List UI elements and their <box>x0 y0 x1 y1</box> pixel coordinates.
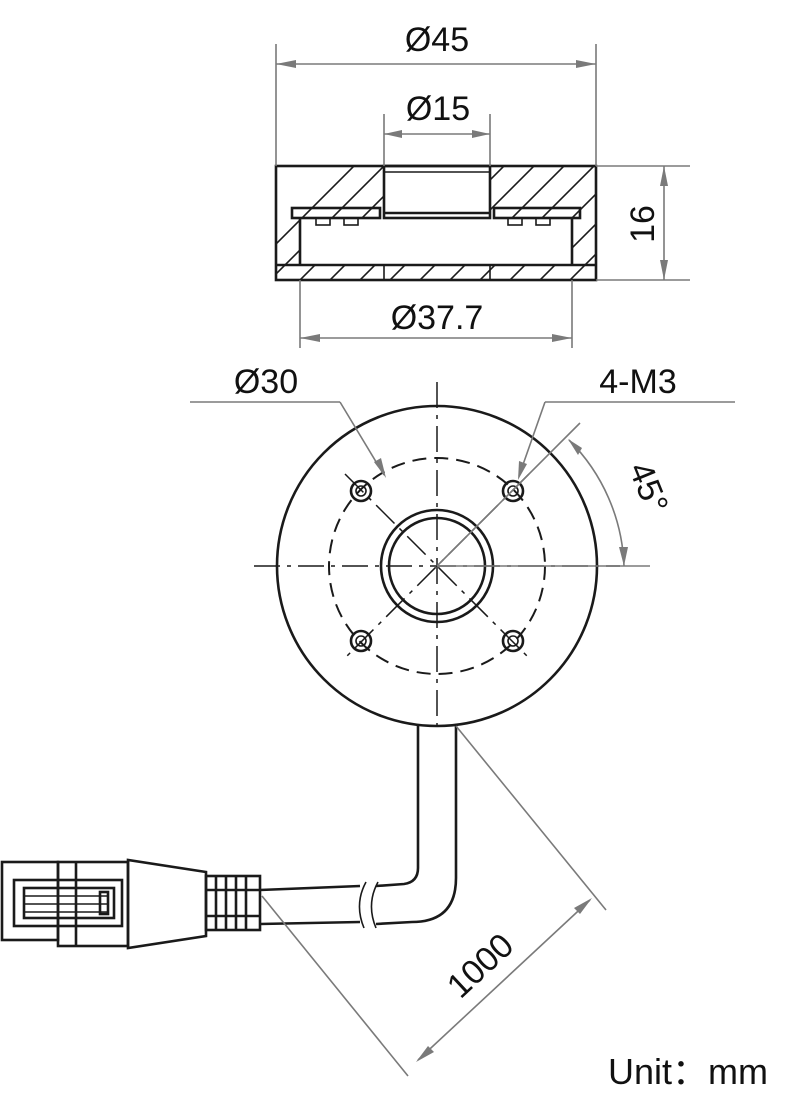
dim-cable-length <box>261 725 607 1077</box>
label-outer-diameter: Ø45 <box>405 21 469 59</box>
mounting-holes <box>349 479 525 653</box>
label-inner-diameter: Ø37.7 <box>391 299 484 337</box>
front-view <box>254 382 620 730</box>
leader-holes <box>518 401 735 480</box>
label-angle: 45° <box>621 457 675 519</box>
label-holes: 4-M3 <box>599 363 676 401</box>
cable <box>204 726 458 932</box>
unit-label: Unit：mm <box>608 1051 768 1092</box>
leader-bolt-circle <box>190 401 386 478</box>
label-height: 16 <box>624 205 662 243</box>
connector <box>0 858 208 950</box>
dim-outer-diameter <box>275 44 597 166</box>
dim-window-diameter <box>383 114 491 166</box>
label-cable-length: 1000 <box>440 926 521 1005</box>
label-window-diameter: Ø15 <box>406 90 470 128</box>
section-view <box>274 164 598 282</box>
label-bolt-circle: Ø30 <box>234 363 298 401</box>
dim-angle <box>436 422 650 567</box>
dim-height <box>596 165 690 281</box>
dim-inner-diameter <box>299 280 573 348</box>
